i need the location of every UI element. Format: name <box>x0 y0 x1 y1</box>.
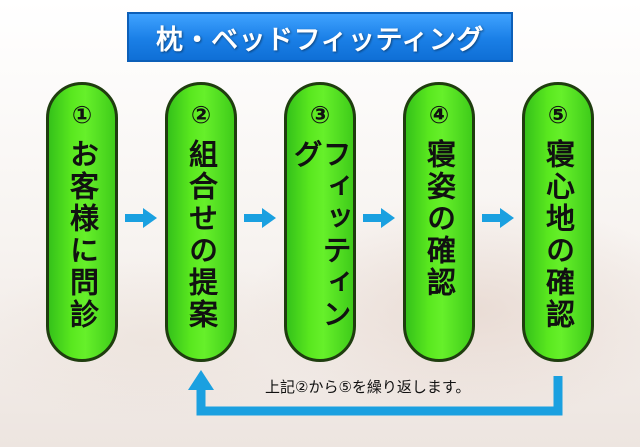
arrow-right-icon <box>363 208 395 228</box>
step-5: ⑤ 寝心地の確認 <box>522 82 594 362</box>
repeat-note: 上記②から⑤を繰り返します。 <box>265 378 471 396</box>
step-1-label: お客様に問診 <box>65 139 100 331</box>
step-5-number: ⑤ <box>547 101 569 129</box>
page-title: 枕・ベッドフィッティング <box>127 12 513 62</box>
step-1: ① お客様に問診 <box>46 82 118 362</box>
step-2-number: ② <box>190 101 212 129</box>
arrow-right-icon <box>244 208 276 228</box>
step-4: ④ 寝姿の確認 <box>403 82 475 362</box>
arrow-right-icon <box>125 208 157 228</box>
step-4-label: 寝姿の確認 <box>422 139 457 299</box>
step-2: ② 組合せの提案 <box>165 82 237 362</box>
step-2-label: 組合せの提案 <box>184 139 219 331</box>
step-3-label: フィッティング <box>289 139 352 331</box>
step-3-number: ③ <box>309 101 331 129</box>
step-1-number: ① <box>71 101 93 129</box>
step-5-label: 寝心地の確認 <box>541 139 576 331</box>
step-3: ③ フィッティング <box>284 82 356 362</box>
arrow-right-icon <box>482 208 514 228</box>
step-4-number: ④ <box>428 101 450 129</box>
